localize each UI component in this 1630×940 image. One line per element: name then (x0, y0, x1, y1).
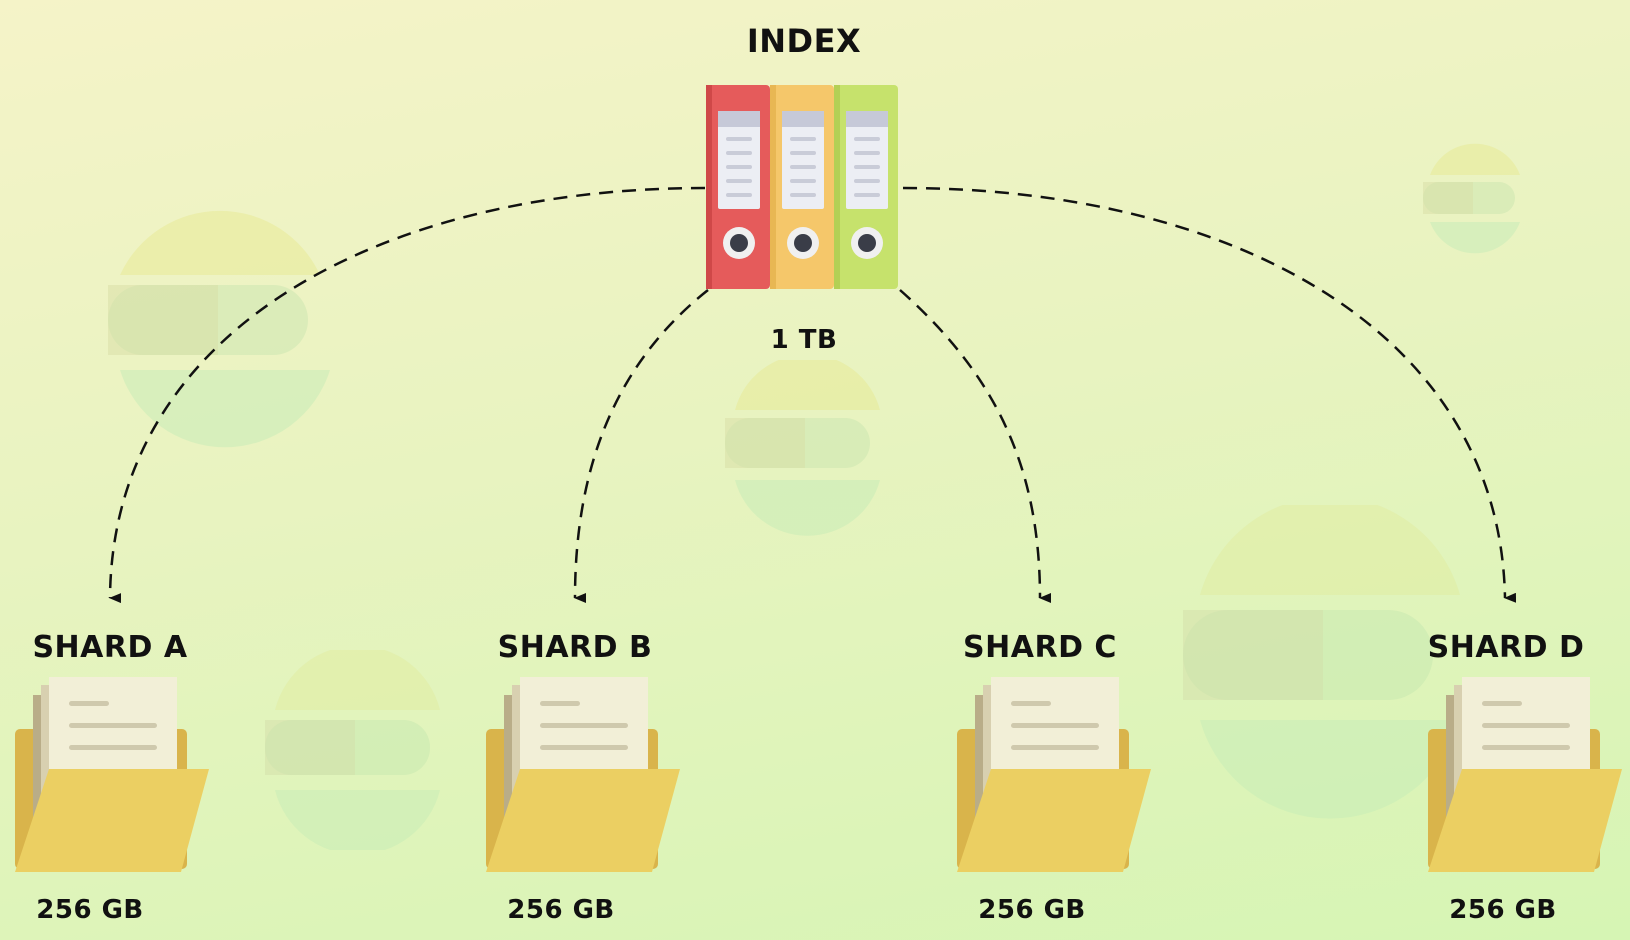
shard-d-title: SHARD D (1427, 630, 1585, 665)
shard-a-title: SHARD A (32, 630, 188, 665)
index-title: INDEX (746, 22, 862, 60)
shard-b-size: 256 GB (507, 895, 615, 925)
shard-c-size: 256 GB (978, 895, 1086, 925)
folder-icon (15, 677, 209, 872)
arrow-to-shard-a (108, 186, 706, 604)
folder-icon (486, 677, 680, 872)
index-size: 1 TB (770, 325, 838, 355)
folder-icon (1428, 677, 1622, 872)
arrow-to-shard-b (573, 289, 709, 604)
folder-icon (957, 677, 1151, 872)
shard-a-size: 256 GB (36, 895, 144, 925)
shard-c-title: SHARD C (963, 630, 1117, 665)
shard-d-size: 256 GB (1449, 895, 1557, 925)
binder-icon (706, 85, 898, 289)
arrow-to-shard-d (902, 186, 1517, 603)
shard-b-title: SHARD B (497, 630, 653, 665)
arrow-to-shard-c (899, 289, 1052, 603)
